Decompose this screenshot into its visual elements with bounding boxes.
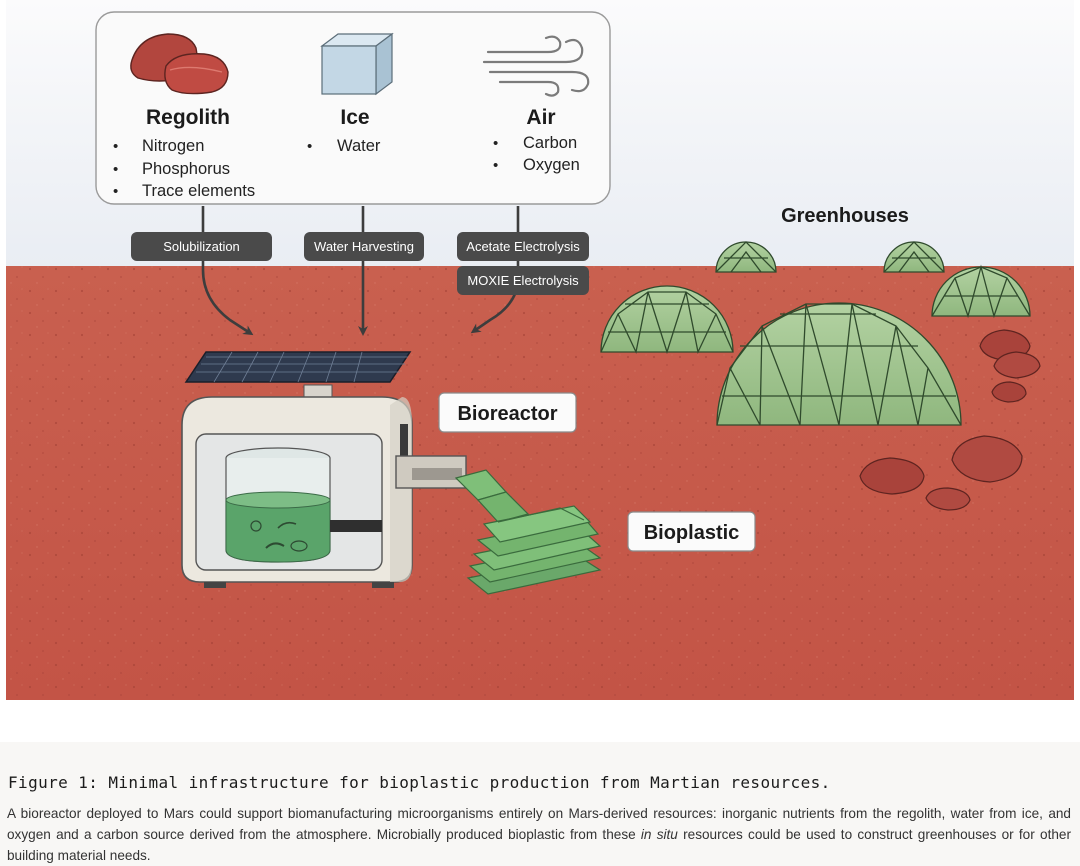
svg-text:Water Harvesting: Water Harvesting — [314, 239, 414, 254]
wind-icon — [482, 35, 590, 97]
resource-title: Air — [526, 106, 555, 129]
svg-text:•: • — [493, 157, 498, 174]
resource-item: Water — [337, 137, 381, 155]
process-solubilization: Solubilization — [131, 232, 272, 261]
process-acetate-electrolysis: Acetate Electrolysis — [457, 232, 589, 261]
resource-item: Oxygen — [523, 156, 580, 174]
svg-text:•: • — [113, 183, 118, 200]
svg-text:•: • — [113, 161, 118, 178]
resources-box — [95, 11, 611, 205]
svg-text:•: • — [493, 135, 498, 152]
svg-text:Bioplastic: Bioplastic — [644, 522, 740, 544]
resource-item: Nitrogen — [142, 137, 204, 155]
process-moxie-electrolysis: MOXIE Electrolysis — [457, 266, 589, 295]
greenhouses-label: Greenhouses — [781, 205, 909, 227]
mars-rocks — [859, 329, 1041, 511]
bioplastic-sheets — [454, 469, 602, 595]
regolith-rocks-icon — [130, 33, 229, 95]
resource-item: Carbon — [523, 134, 577, 152]
solar-panel — [184, 351, 412, 398]
bioplastic-label: Bioplastic — [627, 511, 756, 552]
svg-text:Bioreactor: Bioreactor — [457, 403, 557, 425]
ice-cube-icon — [320, 32, 394, 96]
resource-title: Regolith — [146, 106, 230, 129]
svg-text:•: • — [113, 138, 118, 155]
svg-text:Solubilization: Solubilization — [163, 239, 240, 254]
resource-regolith: Regolith • Nitrogen • Phosphorus • Trace… — [113, 106, 255, 200]
resource-title: Ice — [340, 106, 369, 129]
bioreactor-label: Bioreactor — [438, 392, 577, 433]
resource-item: Trace elements — [142, 182, 255, 200]
culture-jar — [225, 447, 331, 563]
bioreactor-illustration — [181, 351, 467, 588]
resource-item: Phosphorus — [142, 160, 230, 178]
figure-caption-title: Figure 1: Minimal infrastructure for bio… — [8, 773, 831, 792]
svg-text:MOXIE Electrolysis: MOXIE Electrolysis — [467, 273, 579, 288]
resource-air: Air • Carbon • Oxygen — [493, 106, 580, 174]
caption-area — [0, 742, 1080, 866]
greenhouse-domes — [600, 241, 1031, 426]
figure-caption-body: A bioreactor deployed to Mars could supp… — [7, 806, 1071, 863]
process-water-harvesting: Water Harvesting — [304, 232, 424, 261]
svg-text:Acetate Electrolysis: Acetate Electrolysis — [466, 239, 580, 254]
svg-text:•: • — [307, 138, 312, 155]
resource-ice: Ice • Water — [307, 106, 381, 155]
